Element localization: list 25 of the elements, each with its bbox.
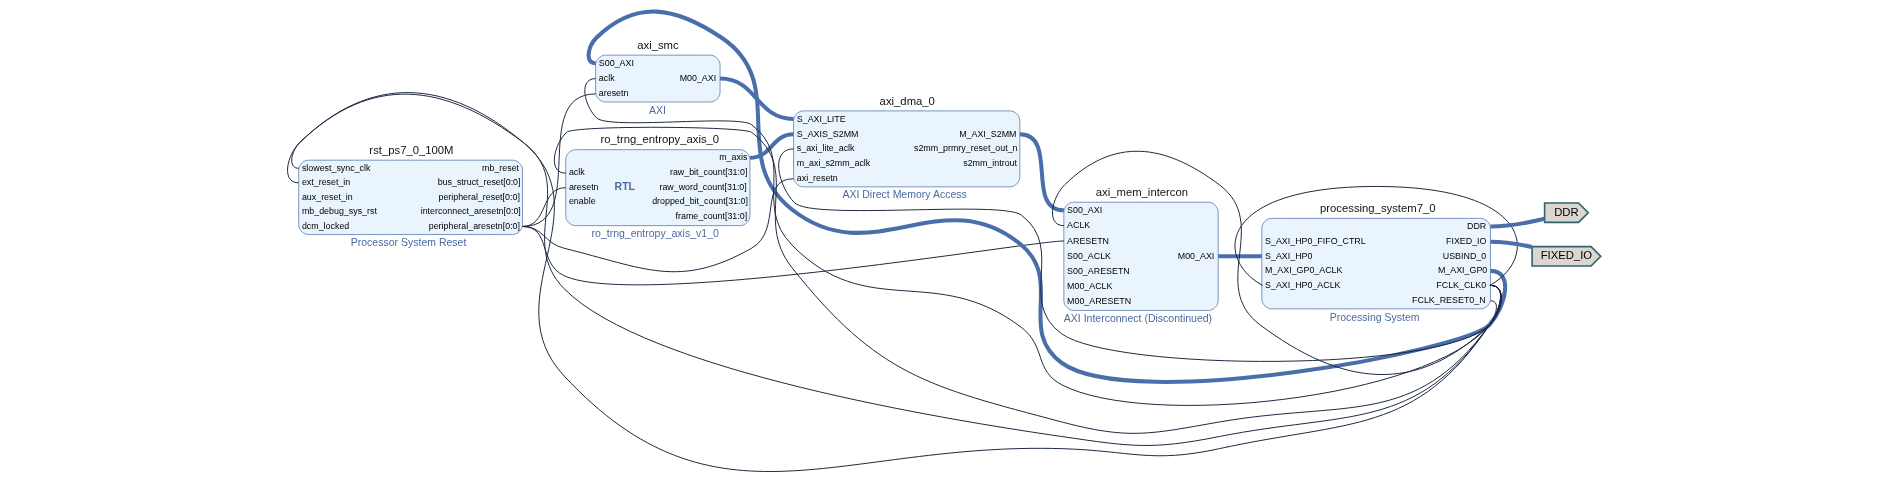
node-label: axi_smc [636, 38, 679, 51]
node-label: Processing System [1329, 310, 1420, 323]
node-label: ro_trng_entropy_axis_0 [599, 133, 719, 146]
connector [719, 76, 794, 121]
connector [1234, 185, 1518, 286]
connector [1018, 132, 1064, 213]
node-label: AXI Direct Memory Access [841, 188, 967, 201]
connector [553, 126, 1501, 434]
node-label: Processor System Reset [350, 236, 466, 249]
connector [521, 225, 1064, 286]
node-label: processing_system7_0 [1319, 202, 1436, 215]
node-label: ro_trng_entropy_axis_v1_0 [591, 227, 719, 240]
connector [583, 78, 1501, 406]
connector [1489, 239, 1532, 249]
connector [586, 9, 1507, 384]
connector [777, 148, 1502, 362]
node-label: axi_dma_0 [879, 94, 935, 107]
connector [749, 132, 794, 160]
connector [1051, 150, 1502, 375]
connector [1489, 216, 1545, 229]
node-label: AXI [648, 103, 666, 116]
connector [1217, 254, 1262, 259]
node-label: rst_ps7_0_100M [368, 143, 454, 156]
node-label: axi_mem_intercon [1095, 185, 1188, 198]
node-label: AXI Interconnect (Discontinued) [1063, 312, 1212, 325]
